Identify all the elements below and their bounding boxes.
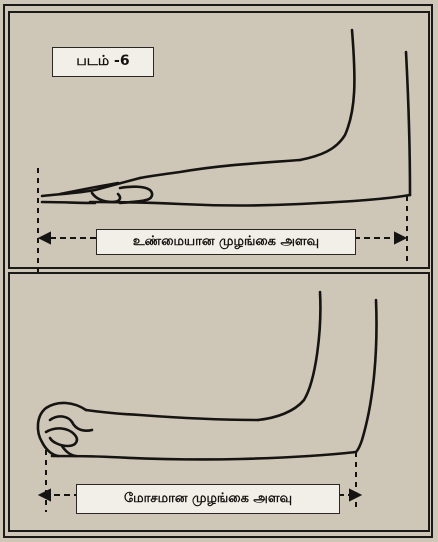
bottom-arrow-left — [40, 490, 50, 500]
top-upper-arm-front — [300, 30, 354, 160]
top-arrow-right — [395, 233, 405, 243]
top-forearm-top — [140, 160, 300, 178]
top-thumb — [60, 183, 118, 194]
figure-label: படம் -6 — [52, 47, 154, 77]
bottom-arrow-right — [350, 490, 360, 500]
bottom-upper-arm-back — [356, 300, 376, 452]
bottom-forearm-bottom — [52, 452, 356, 459]
bottom-upper-arm-front — [258, 292, 320, 420]
top-upper-arm-back — [406, 52, 410, 195]
bottom-thumb — [72, 422, 92, 431]
correct-elbow-caption: உண்மையான முழங்கை அளவு — [96, 229, 356, 255]
top-measure — [38, 168, 407, 272]
bottom-arm-drawing — [38, 292, 377, 459]
poor-elbow-caption: மோசமான முழங்கை அளவு — [76, 484, 340, 514]
top-hand — [42, 178, 152, 203]
top-arrow-left — [40, 233, 50, 243]
bottom-forearm-top — [86, 410, 258, 420]
